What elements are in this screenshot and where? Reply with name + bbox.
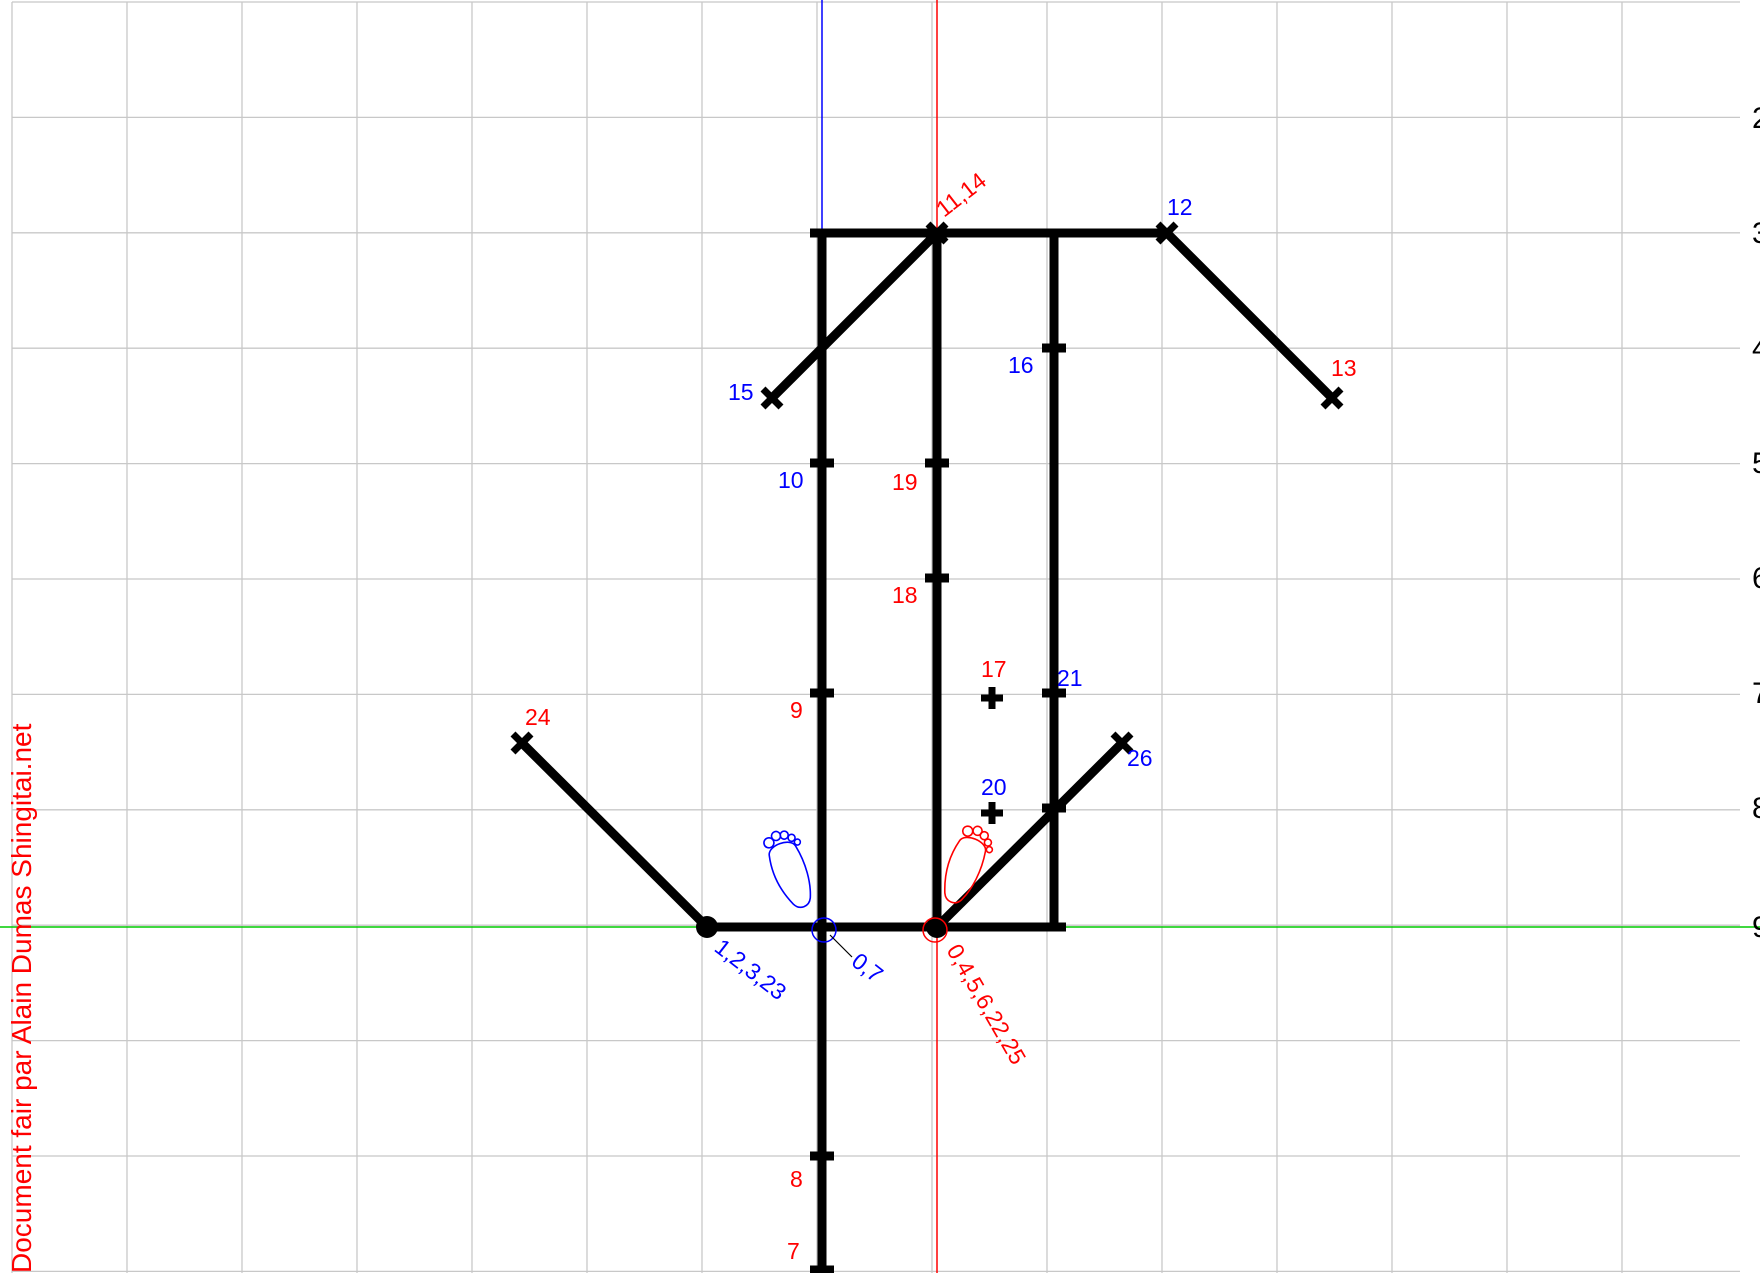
- label-21: 21: [1057, 665, 1083, 691]
- label-18: 18: [892, 582, 918, 608]
- label-20: 20: [981, 774, 1007, 800]
- label-17: 17: [981, 656, 1007, 682]
- cross-markers: [510, 221, 1344, 824]
- movement-paths: [518, 228, 1336, 1273]
- edge-digit: 4: [1752, 332, 1760, 365]
- label-15: 15: [728, 379, 754, 405]
- edge-digit: 5: [1752, 447, 1760, 480]
- grid: [11, 1, 1740, 1273]
- label-26: 26: [1127, 745, 1153, 771]
- x-marker: [1110, 731, 1134, 755]
- x-marker: [925, 221, 949, 245]
- edge-digit: 7: [1752, 677, 1760, 710]
- x-marker: [510, 731, 534, 755]
- edge-digit: 3: [1752, 217, 1760, 250]
- tick-markers: [810, 228, 1066, 1273]
- label-7: 7: [787, 1238, 800, 1264]
- edge-digit: 9: [1752, 911, 1760, 944]
- blue-foot-icon: [763, 830, 812, 909]
- path-25-26: [933, 739, 1126, 931]
- label-16: 16: [1008, 352, 1034, 378]
- label-11-14: 11,14: [931, 167, 991, 222]
- right-edge-digits: 2 3 4 5 6 7 8 9: [1752, 102, 1760, 944]
- label-24: 24: [525, 704, 551, 730]
- label-12: 12: [1167, 194, 1193, 220]
- label-9: 9: [790, 697, 803, 723]
- label-8: 8: [790, 1166, 803, 1192]
- label-0-7: 0,7: [847, 947, 888, 987]
- label-0-4-5-6-22-25: 0,4,5,6,22,25: [942, 940, 1032, 1069]
- edge-digit: 8: [1752, 792, 1760, 825]
- path-23-24: [518, 739, 711, 931]
- x-marker: [1320, 386, 1344, 410]
- joint-1-2-3-23: [696, 916, 718, 938]
- path-12-13: [1163, 229, 1336, 402]
- blue-ring-marker: [811, 917, 837, 943]
- red-ring-marker: [922, 917, 948, 943]
- label-13: 13: [1331, 355, 1357, 381]
- blue-leader-line: [829, 934, 853, 958]
- label-1-2-3-23: 1,2,3,23: [710, 933, 792, 1005]
- label-10: 10: [778, 467, 804, 493]
- red-foot-icon: [944, 825, 994, 904]
- label-19: 19: [892, 469, 918, 495]
- x-marker: [1155, 221, 1179, 245]
- x-marker: [760, 386, 784, 410]
- edge-digit: 6: [1752, 562, 1760, 595]
- edge-digit: 2: [1752, 102, 1760, 135]
- credit-text: Document fair par Alain Dumas Shingitai.…: [6, 723, 37, 1273]
- path-14-15: [768, 229, 941, 402]
